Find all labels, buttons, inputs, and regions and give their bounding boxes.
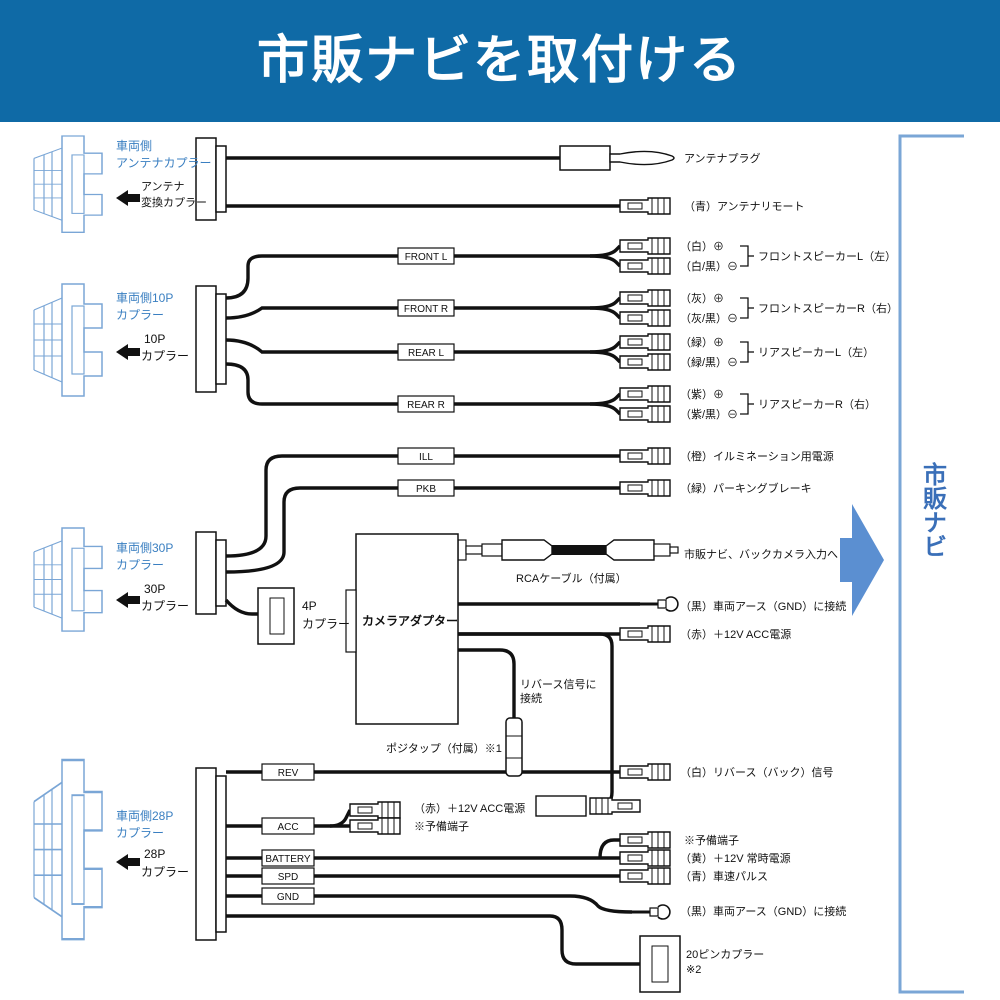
ten-pin-adapter-label-2: カプラー	[141, 349, 189, 363]
reverse-connect-label-2: 接続	[520, 691, 542, 705]
spare-terminal-label-2: ※予備端子	[684, 834, 739, 847]
rca-cable	[457, 539, 679, 561]
pkb-terminal-label: （緑）パーキングブレーキ	[680, 481, 812, 495]
spare-terminal-label-1: ※予備端子	[414, 820, 469, 833]
ill-terminal-label: （橙）イルミネーション用電源	[680, 449, 834, 463]
twenty-eight-pin-vehicle-label-2: カプラー	[116, 826, 164, 840]
rev-terminal-label: （白）リバース（バック）信号	[680, 765, 833, 779]
rl-speaker-label: リアスピーカーL（左）	[758, 346, 874, 359]
header-banner	[0, 0, 1000, 122]
twenty-eight-pin-adapter-coupler	[195, 767, 217, 941]
vehicle-30p-coupler	[33, 527, 103, 632]
posi-tap	[505, 717, 523, 777]
nav-arrow	[840, 504, 884, 616]
left-arrows	[116, 190, 140, 870]
antenna-vehicle-label-1: 車両側	[116, 139, 152, 153]
spd-terminal-label: （青）車速パルス	[680, 869, 768, 883]
label-rear-l: REAR L	[408, 348, 445, 359]
label-pkb: PKB	[416, 484, 436, 495]
rl-pos-label: （緑）⊕	[680, 335, 724, 349]
label-gnd: GND	[277, 892, 299, 903]
four-pin-label-2: カプラー	[302, 617, 350, 631]
fr-neg-label: （灰/黒）⊖	[680, 311, 738, 325]
antenna-adapter-label-1: アンテナ	[141, 180, 185, 193]
vehicle-28p-coupler	[32, 758, 104, 941]
ten-pin-adapter-label-1: 10P	[144, 332, 165, 346]
rr-speaker-label: リアスピーカーR（右）	[758, 397, 876, 411]
label-rear-r: REAR R	[407, 400, 445, 411]
rr-neg-label: （紫/黒）⊖	[680, 408, 738, 421]
fr-pos-label: （灰）⊕	[680, 291, 724, 305]
acc-red-label: （赤）＋12V ACC電源	[414, 801, 525, 815]
thirty-pin-adapter-label-1: 30P	[144, 582, 165, 596]
antenna-adapter-label-2: 変換カプラー	[141, 195, 207, 209]
antenna-vehicle-label-2: アンテナカプラー	[116, 156, 212, 170]
twenty-eight-pin-vehicle-label: 車両側28P	[116, 809, 173, 823]
wire-label-boxes	[261, 247, 455, 905]
nav-bracket	[898, 134, 964, 994]
rca-cable-label: RCAケーブル（付属）	[516, 571, 627, 585]
fl-neg-label: （白/黒）⊖	[680, 259, 738, 273]
thirty-pin-vehicle-label-2: カプラー	[116, 558, 164, 572]
fl-speaker-label: フロントスピーカーL（左）	[758, 250, 896, 263]
fr-speaker-label: フロントスピーカーR（右）	[758, 301, 898, 315]
twenty-pin-coupler	[639, 935, 681, 993]
thirty-pin-adapter-label-2: カプラー	[141, 599, 189, 613]
camera-gnd-label: （黒）車両アース（GND）に接続	[680, 599, 846, 613]
gnd-terminal-label: （黒）車両アース（GND）に接続	[680, 904, 846, 918]
speaker-brackets	[740, 245, 754, 415]
battery-terminal-label: （黄）＋12V 常時電源	[680, 851, 791, 865]
acc-female-plug	[535, 795, 587, 817]
posi-tap-label: ポジタップ（付属）※1	[386, 742, 502, 755]
ten-pin-vehicle-label-2: カプラー	[116, 308, 164, 322]
label-front-l: FRONT L	[405, 252, 448, 263]
twenty-pin-label-2: ※2	[686, 964, 701, 976]
camera-adapter-label: カメラアダプター	[362, 613, 458, 628]
thirty-pin-vehicle-label: 車両側30P	[116, 541, 173, 555]
rr-pos-label: （紫）⊕	[680, 388, 724, 401]
four-pin-coupler	[257, 587, 295, 645]
nav-label: 市販ナビ	[919, 461, 947, 558]
rl-neg-label: （緑/黒）⊖	[680, 355, 738, 369]
label-acc: ACC	[277, 822, 298, 833]
twenty-pin-label-1: 20ピンカプラー	[686, 948, 764, 961]
label-rev: REV	[278, 768, 299, 779]
four-pin-label-1: 4P	[302, 599, 317, 613]
page-title: 市販ナビを取付ける	[256, 31, 743, 91]
camera-adapter	[345, 533, 459, 725]
vehicle-10p-coupler	[33, 283, 103, 397]
thirty-pin-adapter-coupler	[195, 531, 217, 615]
reverse-connect-label-1: リバース信号に	[520, 678, 596, 691]
label-battery: BATTERY	[265, 854, 311, 865]
rca-destination-label: 市販ナビ、バックカメラ入力へ	[684, 547, 838, 561]
fl-pos-label: （白）⊕	[680, 239, 724, 253]
label-ill: ILL	[419, 452, 433, 463]
antenna-plug	[559, 145, 675, 171]
twenty-eight-pin-adapter-label-1: 28P	[144, 847, 165, 861]
ten-pin-vehicle-label: 車両側10P	[116, 291, 173, 305]
label-front-r: FRONT R	[404, 304, 448, 315]
vehicle-antenna-coupler	[33, 135, 103, 234]
camera-acc-label: （赤）＋12V ACC電源	[680, 627, 791, 641]
antenna-remote-label: （青）アンテナリモート	[684, 200, 805, 213]
ten-pin-adapter-coupler	[195, 285, 217, 393]
twenty-eight-pin-adapter-label-2: カプラー	[141, 865, 189, 879]
antenna-plug-label: アンテナプラグ	[684, 151, 761, 165]
label-spd: SPD	[278, 872, 299, 883]
